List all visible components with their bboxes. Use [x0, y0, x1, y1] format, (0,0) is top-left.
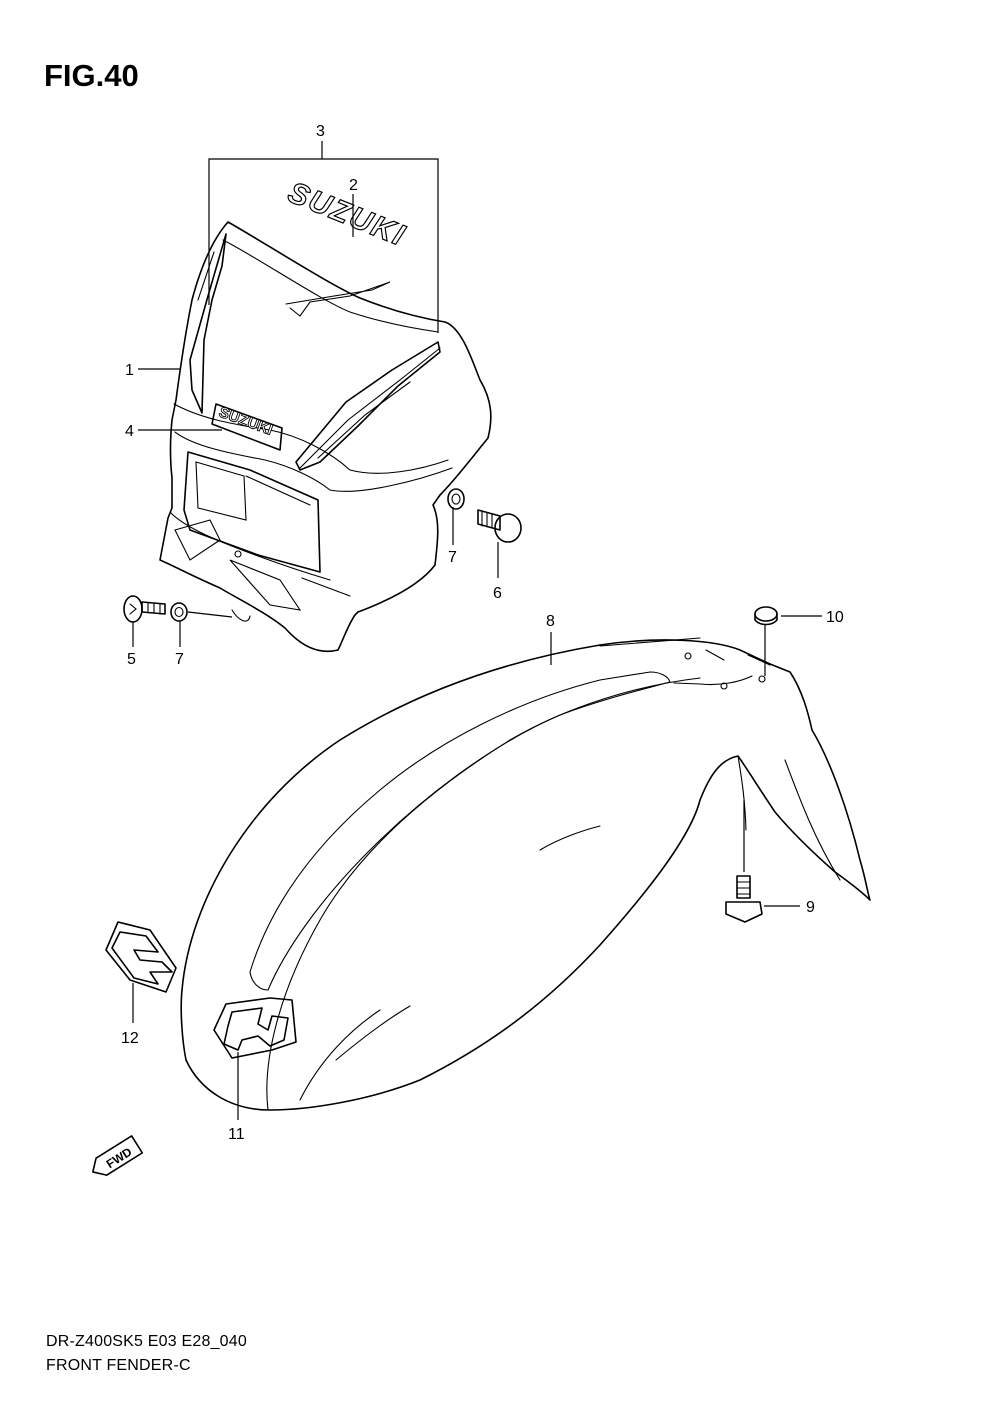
- suzuki-top-decal-text: SUZUKI: [283, 176, 410, 253]
- nut-part-10: [754, 606, 778, 626]
- callout-12: 12: [121, 1030, 139, 1047]
- suzuki-emblem: SUZUKI: [211, 403, 283, 451]
- callout-5: 5: [127, 651, 136, 668]
- suzuki-emblem-text: SUZUKI: [217, 404, 275, 439]
- callout-7-left: 7: [175, 651, 184, 668]
- front-fender: [180, 637, 871, 1111]
- callout-3: 3: [316, 123, 325, 140]
- fwd-arrow: FWD: [92, 1135, 144, 1176]
- grommet-part-7-right: [447, 488, 465, 510]
- figure-title: FIG.40: [44, 58, 139, 93]
- model-code: DR-Z400SK5 E03 E28_040: [46, 1333, 247, 1350]
- diagram-footer: DR-Z400SK5 E03 E28_040 FRONT FENDER-C: [46, 1330, 247, 1378]
- callout-2: 2: [349, 177, 358, 194]
- emblem-decal-part-11: [213, 997, 297, 1059]
- headlamp-housing: [159, 221, 492, 652]
- bolt-part-6: [477, 509, 522, 543]
- callouts: 3 2 1 4 7 6 5 7 8 10 9 12 11: [121, 123, 844, 1143]
- bolt-part-9: [725, 875, 763, 923]
- callout-4: 4: [125, 423, 134, 440]
- emblem-decal-part-12: [105, 921, 177, 993]
- callout-10: 10: [826, 609, 844, 626]
- callout-6: 6: [493, 585, 502, 602]
- leader-lines: [132, 141, 822, 1120]
- callout-8: 8: [546, 613, 555, 630]
- bolt-part-5: [123, 595, 166, 623]
- grommet-part-7-left: [170, 602, 188, 622]
- callout-9: 9: [806, 899, 815, 916]
- section-name: FRONT FENDER-C: [46, 1357, 191, 1374]
- callout-1: 1: [125, 362, 134, 379]
- callout-11: 11: [228, 1126, 245, 1143]
- suzuki-top-decal: SUZUKI: [283, 175, 411, 253]
- callout-7-right: 7: [448, 549, 457, 566]
